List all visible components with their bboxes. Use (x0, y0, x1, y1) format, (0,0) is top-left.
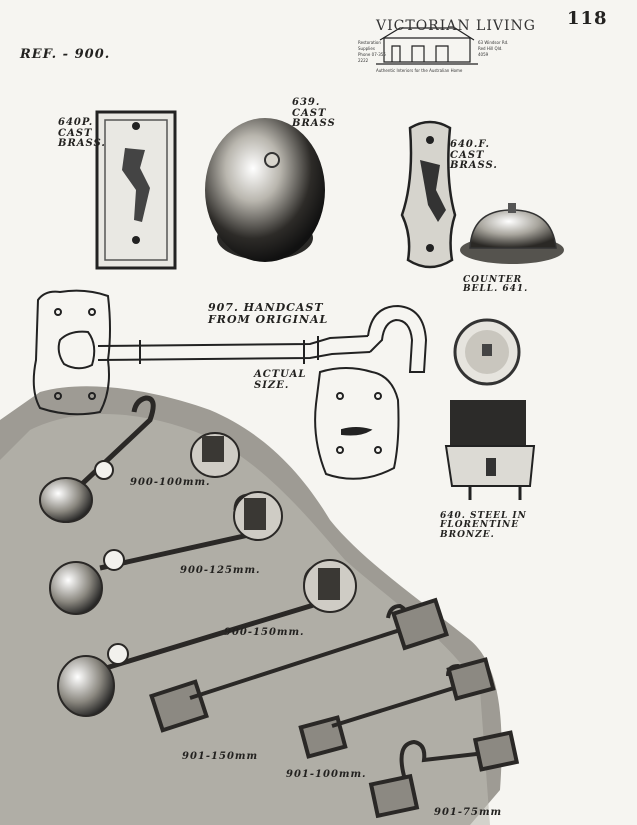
victorian-living-logo-building (376, 27, 478, 65)
bell-rosette (453, 318, 521, 386)
label-900-125: 900-125mm. (180, 565, 261, 576)
label-640-steel: 640. STEEL IN FLORENTINE BRONZE. (440, 511, 527, 540)
ref-label: REF. - 900. (20, 47, 111, 62)
switch-plate-640p (95, 110, 177, 270)
brass-bell-639 (205, 118, 325, 262)
label-639: 639. CAST BRASS (292, 97, 336, 129)
label-907: 907. HANDCAST FROM ORIGINAL (208, 301, 329, 326)
label-901-150: 901-150mm (182, 751, 259, 762)
label-640f: 640.F. CAST BRASS. (450, 139, 498, 171)
label-900-100: 900-100mm. (130, 477, 211, 488)
hook-900-150 (57, 559, 357, 717)
counter-bell-641 (460, 203, 564, 264)
hook-901-100 (298, 657, 496, 759)
hook-901-150 (149, 597, 450, 733)
label-900-150: 900-150mm. (224, 627, 305, 638)
logo-tagline: Authentic Interiors for the Australian H… (376, 68, 463, 73)
switch-plate-640f (400, 120, 457, 269)
label-901-75: 901-75mm (434, 807, 503, 818)
label-640p: 640P. CAST BRASS. (58, 117, 106, 149)
logo-right-text: 63 Windsor Rd. Red Hill Qld. 4059 (478, 40, 509, 57)
page-number: 118 (567, 8, 608, 29)
hand-drawn-hook-907 (32, 289, 428, 480)
label-641: COUNTER BELL. 641. (463, 275, 529, 295)
hook-900-125 (49, 491, 283, 615)
hook-901-75 (368, 730, 520, 819)
logo-title: VICTORIAN LIVING (376, 18, 536, 34)
label-901-100: 901-100mm. (286, 769, 367, 780)
hook-900-100 (39, 395, 240, 523)
logo-left-text: Restoration Supplies Phone 07-356 2222 (358, 40, 386, 63)
label-actual-size: ACTUAL SIZE. (254, 369, 307, 391)
cabin-hooks-photo (39, 395, 520, 819)
steel-switch-640 (444, 400, 536, 500)
